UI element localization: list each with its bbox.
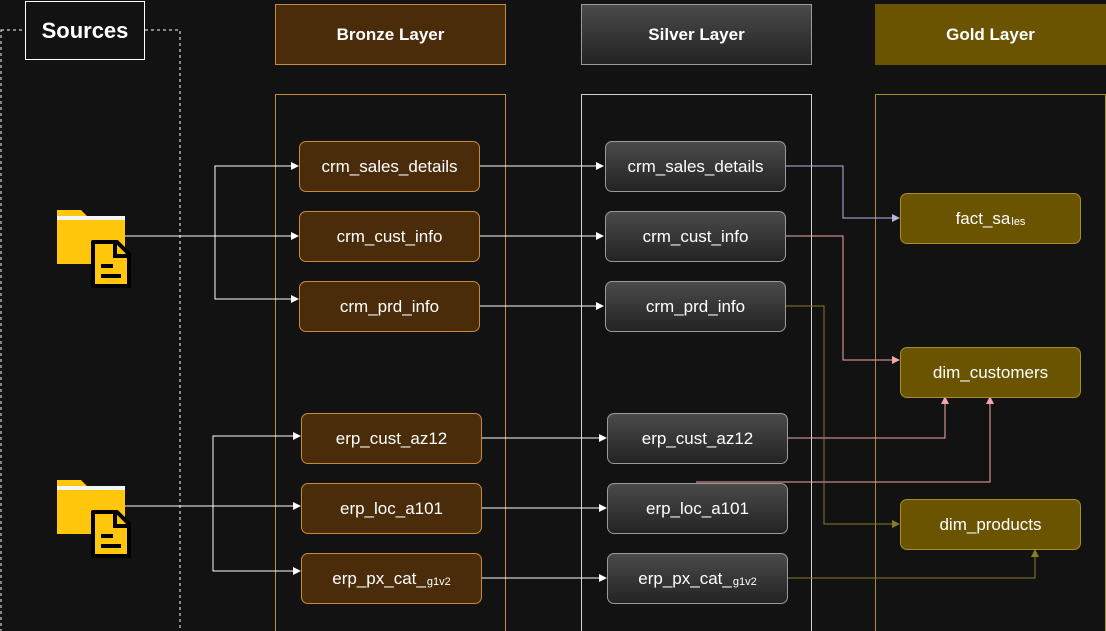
edge-s2g-px bbox=[788, 549, 1039, 579]
gold-layer-header: Gold Layer bbox=[875, 4, 1106, 65]
table-label: fact_sa bbox=[955, 208, 1011, 228]
silver-crm-prd-info[interactable]: crm_prd_info bbox=[605, 281, 786, 332]
table-label-subscript: g1v2 bbox=[732, 575, 757, 588]
silver-erp-cust-az12[interactable]: erp_cust_az12 bbox=[607, 413, 788, 464]
bronze-crm-prd-info[interactable]: crm_prd_info bbox=[299, 281, 480, 332]
folder-file-icon bbox=[55, 206, 135, 290]
bronze-container bbox=[275, 94, 506, 631]
table-label: erp_px_cat_ bbox=[332, 568, 426, 588]
table-label: dim_products bbox=[939, 514, 1042, 534]
table-label: erp_loc_a101 bbox=[645, 498, 750, 518]
table-label: crm_cust_info bbox=[642, 226, 749, 246]
edge-erp-px bbox=[212, 506, 301, 575]
gold-dim-customers[interactable]: dim_customers bbox=[900, 347, 1081, 398]
silver-crm-cust-info[interactable]: crm_cust_info bbox=[605, 211, 786, 262]
sources-title: Sources bbox=[25, 1, 145, 60]
bronze-layer-header: Bronze Layer bbox=[275, 4, 506, 65]
table-label: erp_cust_az12 bbox=[641, 428, 754, 448]
sources-container bbox=[0, 29, 181, 631]
edge-erp-cust bbox=[212, 432, 301, 506]
table-label: crm_prd_info bbox=[339, 296, 440, 316]
silver-layer-header: Silver Layer bbox=[581, 4, 812, 65]
table-label: crm_cust_info bbox=[336, 226, 443, 246]
folder-file-icon bbox=[55, 476, 135, 560]
bronze-crm-cust-info[interactable]: crm_cust_info bbox=[299, 211, 480, 262]
edge-crm-sales bbox=[214, 162, 299, 236]
bronze-erp-cust-az12[interactable]: erp_cust_az12 bbox=[301, 413, 482, 464]
edge-s2g-sales bbox=[786, 165, 900, 222]
table-label: crm_sales_details bbox=[627, 156, 764, 176]
table-label: crm_sales_details bbox=[321, 156, 458, 176]
edge-crm-prd bbox=[214, 236, 299, 303]
silver-erp-loc-a101[interactable]: erp_loc_a101 bbox=[607, 483, 788, 534]
table-label: erp_px_cat_ bbox=[638, 568, 732, 588]
edge-s2g-prd bbox=[786, 305, 900, 528]
edge-s2g-cust bbox=[786, 235, 900, 364]
gold-dim-products[interactable]: dim_products bbox=[900, 499, 1081, 550]
table-label-subscript: les bbox=[1011, 215, 1026, 228]
edge-s2g-az12 bbox=[788, 396, 949, 439]
silver-crm-sales-details[interactable]: crm_sales_details bbox=[605, 141, 786, 192]
table-label: crm_prd_info bbox=[645, 296, 746, 316]
silver-container bbox=[581, 94, 812, 631]
table-label: dim_customers bbox=[932, 362, 1049, 382]
bronze-crm-sales-details[interactable]: crm_sales_details bbox=[299, 141, 480, 192]
edge-s2g-loc bbox=[696, 396, 994, 483]
table-label: erp_loc_a101 bbox=[339, 498, 444, 518]
bronze-erp-loc-a101[interactable]: erp_loc_a101 bbox=[301, 483, 482, 534]
silver-erp-px-cat-g1v2[interactable]: erp_px_cat_g1v2 bbox=[607, 553, 788, 604]
table-label: erp_cust_az12 bbox=[335, 428, 448, 448]
bronze-erp-px-cat-g1v2[interactable]: erp_px_cat_g1v2 bbox=[301, 553, 482, 604]
table-label-subscript: g1v2 bbox=[426, 575, 451, 588]
